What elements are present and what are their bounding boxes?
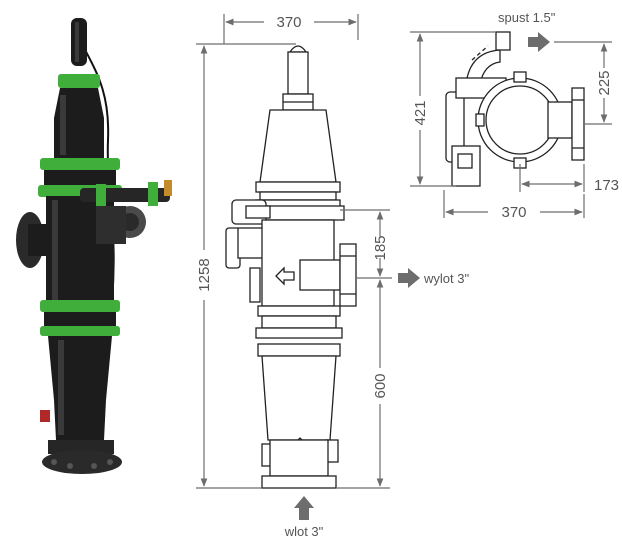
- dim-top-width: 370: [276, 14, 301, 31]
- dim-top-view-width: 370: [501, 204, 526, 221]
- dim-drain-offset: 225: [596, 70, 613, 95]
- drain-label: spust 1.5": [498, 10, 556, 25]
- dimension-lines: [196, 14, 612, 489]
- inlet-arrow-icon: [294, 496, 314, 520]
- dim-outlet-offset: 185: [372, 235, 389, 260]
- outlet-arrow-icon: [398, 268, 420, 288]
- front-view-drawing: [225, 45, 357, 489]
- inlet-label: wlot 3": [284, 524, 324, 538]
- flow-arrows: [294, 32, 550, 520]
- filter-photo-render: [16, 18, 172, 474]
- drain-arrow-icon: [528, 32, 550, 52]
- dim-top-view-height: 421: [412, 100, 429, 125]
- top-view-drawing: [445, 31, 585, 187]
- outlet-label: wylot 3": [423, 271, 469, 286]
- dim-total-height: 1258: [196, 258, 213, 291]
- dim-flange-offset: 173: [594, 177, 619, 194]
- dim-inlet-height: 600: [372, 373, 389, 398]
